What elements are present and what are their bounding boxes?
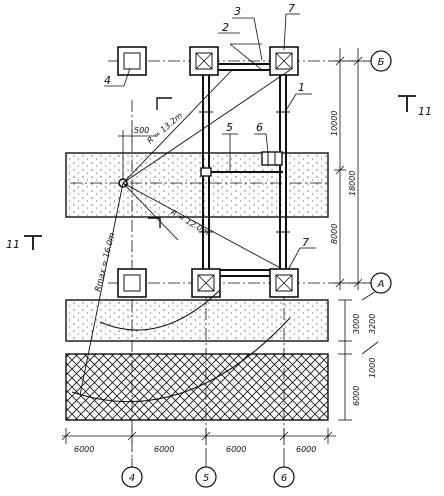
bottom-dim-4: 6000 <box>296 445 316 454</box>
dim-total: 18000 <box>348 171 357 196</box>
section-label-right: 11 <box>418 105 432 118</box>
right-dimension-lines <box>334 48 379 421</box>
section-corner-marks <box>148 97 172 228</box>
axis-label-col-6: 6 <box>281 473 287 484</box>
axis-label-row-a: А <box>377 279 385 290</box>
axis-bubbles <box>121 50 392 488</box>
support-block-crosses <box>195 52 293 292</box>
dim-lower: 8000 <box>330 224 339 244</box>
rail-ticks <box>199 111 290 233</box>
trolley <box>200 167 212 177</box>
callout-5: 5 <box>226 121 233 134</box>
bottom-dim-2: 6000 <box>154 445 174 454</box>
callout-6: 6 <box>256 121 263 134</box>
concrete-band-lower <box>65 299 329 342</box>
bottom-dim-1: 6000 <box>74 445 94 454</box>
callout-3: 3 <box>234 5 241 18</box>
dim-band1: 3000 <box>352 314 361 334</box>
dim-band2: 6000 <box>352 386 361 406</box>
offset-dimension <box>118 130 156 180</box>
offset-label-500: 500 <box>134 126 149 135</box>
section-label-left: 11 <box>6 238 20 251</box>
winch-6 <box>261 151 283 166</box>
dim-band1-alt: 3200 <box>368 314 377 334</box>
bottom-dimension-lines <box>61 428 336 444</box>
callout-2: 2 <box>222 21 229 34</box>
axis-label-col-5: 5 <box>203 473 209 484</box>
section-mark-left <box>24 235 42 250</box>
section-mark-right <box>398 95 416 112</box>
dim-band2-alt: 1000 <box>368 358 377 378</box>
callout-1: 1 <box>298 81 305 94</box>
callout-7-top: 7 <box>288 2 295 15</box>
callout-4: 4 <box>104 74 111 87</box>
radius-label-r1: R = 13.2m <box>146 111 185 146</box>
callout-leaders <box>104 13 316 271</box>
callout-7-bottom: 7 <box>302 236 309 249</box>
concrete-band-upper <box>65 152 329 218</box>
dim-upper: 10000 <box>330 111 339 136</box>
radius-lines <box>79 69 291 396</box>
axis-label-col-4: 4 <box>129 473 135 484</box>
bottom-dim-3: 6000 <box>226 445 246 454</box>
swing-arcs <box>71 289 291 403</box>
axis-label-row-b: Б <box>378 57 385 68</box>
